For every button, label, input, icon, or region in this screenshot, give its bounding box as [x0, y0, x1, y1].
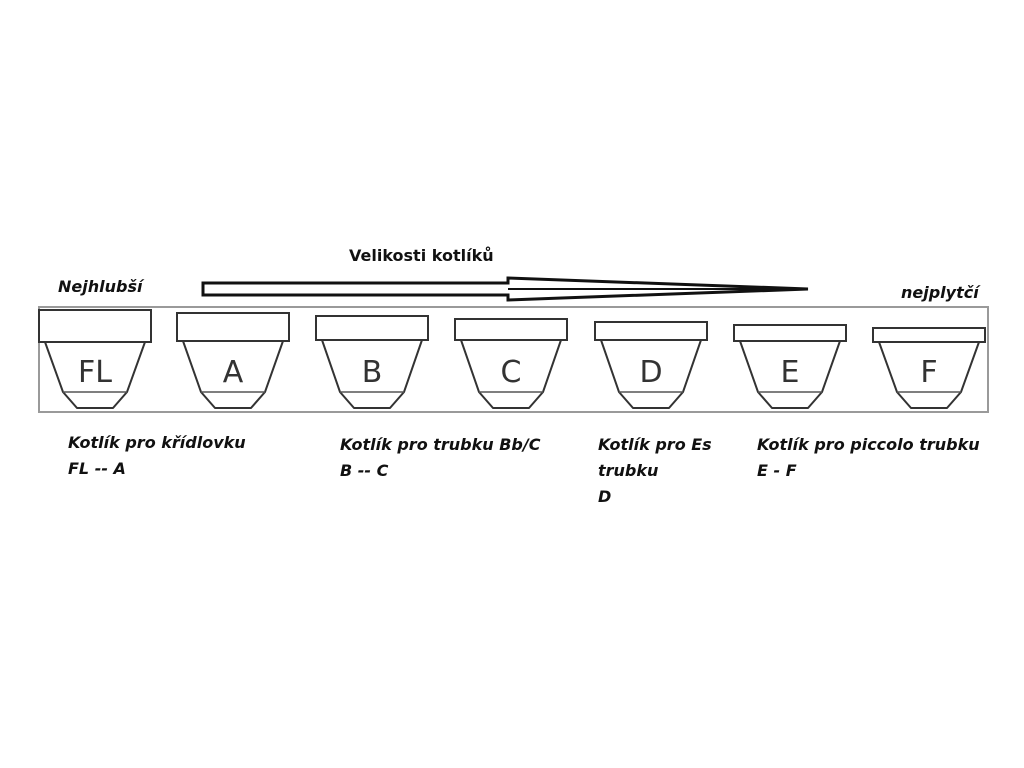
caption-trumpet-bb-c: Kotlík pro trubku Bb/C B -- C: [340, 432, 540, 484]
caption-line: E - F: [757, 461, 797, 480]
cup-rim: [176, 312, 290, 342]
caption-trumpet-es: Kotlík pro Es trubku D: [598, 432, 712, 510]
caption-line: D: [598, 487, 612, 506]
shallowest-label: nejplytčí: [901, 283, 979, 302]
cup-rim: [872, 327, 986, 343]
caption-piccolo-trumpet: Kotlík pro piccolo trubku E - F: [757, 432, 980, 484]
cup-letter: D: [639, 355, 662, 390]
cup-rim: [315, 315, 429, 341]
cup-rim: [594, 321, 708, 341]
caption-line: Kotlík pro Es: [598, 435, 712, 454]
caption-line: Kotlík pro trubku Bb/C: [340, 435, 541, 454]
cup-f: F: [872, 327, 986, 409]
caption-line: Kotlík pro piccolo trubku: [757, 435, 980, 454]
cup-letter: E: [781, 355, 800, 390]
caption-line: FL -- A: [68, 459, 126, 478]
diagram-title: Velikosti kotlíků: [349, 246, 494, 265]
cup-letter: F: [920, 355, 937, 390]
cup-rim: [733, 324, 847, 342]
deepest-label: Nejhlubší: [58, 277, 143, 296]
size-arrow-icon: [201, 276, 809, 302]
caption-line: trubku: [598, 461, 659, 480]
cup-d: D: [594, 321, 708, 409]
cup-b: B: [315, 315, 429, 409]
caption-line: Kotlík pro křídlovku: [68, 433, 246, 452]
cup-e: E: [733, 324, 847, 409]
cups-layer: FL A B C D E F: [38, 309, 986, 409]
cup-rim: [38, 309, 152, 343]
cup-letter: FL: [78, 355, 112, 390]
cup-c: C: [454, 318, 568, 409]
cup-rim: [454, 318, 568, 341]
caption-flugelhorn: Kotlík pro křídlovku FL -- A: [68, 430, 246, 482]
cup-a: A: [176, 312, 290, 409]
cup-letter: B: [362, 355, 383, 390]
cup-letter: A: [223, 355, 244, 390]
cup-letter: C: [501, 355, 522, 390]
cup-fl: FL: [38, 309, 152, 409]
caption-line: B -- C: [340, 461, 389, 480]
